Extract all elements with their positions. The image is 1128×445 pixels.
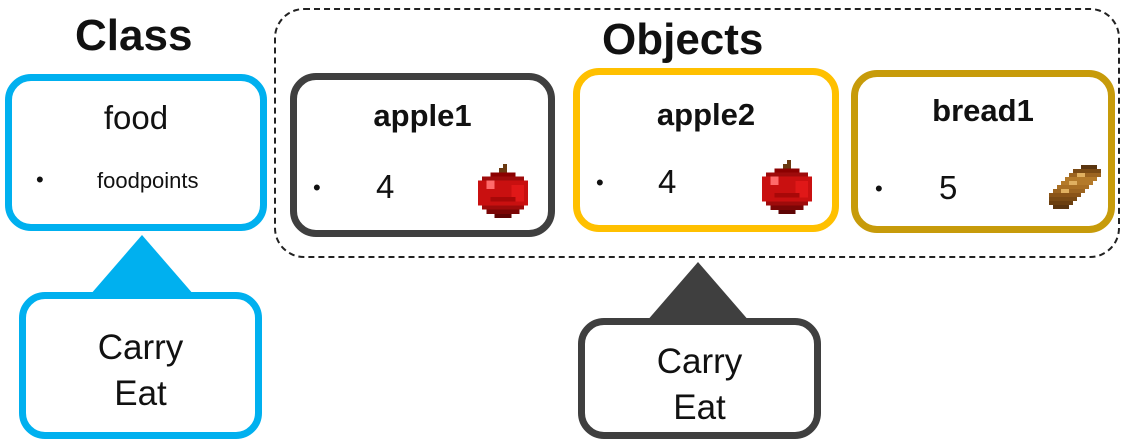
- value-bullet: •: [313, 175, 321, 200]
- object-methods-box: Carry Eat: [578, 318, 821, 439]
- apple-icon: [762, 160, 812, 214]
- method-eat: Eat: [114, 374, 167, 413]
- class-box: food • foodpoints: [5, 74, 267, 231]
- method-carry: Carry: [97, 328, 184, 367]
- foodpoints-value: 4: [658, 163, 677, 200]
- method-eat: Eat: [673, 388, 726, 427]
- class-methods: Carry Eat: [26, 325, 255, 417]
- apple-icon: [478, 164, 528, 218]
- object-name: apple1: [373, 98, 472, 133]
- objects-heading: Objects: [602, 15, 764, 64]
- attribute-bullet: •: [36, 167, 44, 192]
- value-bullet: •: [596, 170, 604, 195]
- bread-icon: [1049, 165, 1101, 209]
- foodpoints-value: 4: [376, 168, 395, 205]
- object-box-apple2: apple2 • 4: [573, 68, 839, 232]
- class-heading: Class: [75, 11, 193, 60]
- object-box-bread1: bread1 • 5: [851, 70, 1115, 233]
- object-name: bread1: [932, 93, 1034, 128]
- instance-triangle: [646, 262, 750, 322]
- class-name: food: [103, 99, 169, 136]
- foodpoints-value: 5: [939, 169, 958, 206]
- object-name: apple2: [656, 97, 756, 132]
- object-methods: Carry Eat: [585, 339, 814, 431]
- object-box-apple1: apple1 • 4: [290, 73, 555, 237]
- objects-group-frame: [274, 8, 1120, 258]
- value-bullet: •: [875, 176, 883, 201]
- class-methods-box: Carry Eat: [19, 292, 262, 439]
- method-carry: Carry: [656, 342, 743, 381]
- inheritance-triangle: [90, 235, 194, 295]
- attribute-label: foodpoints: [97, 168, 199, 193]
